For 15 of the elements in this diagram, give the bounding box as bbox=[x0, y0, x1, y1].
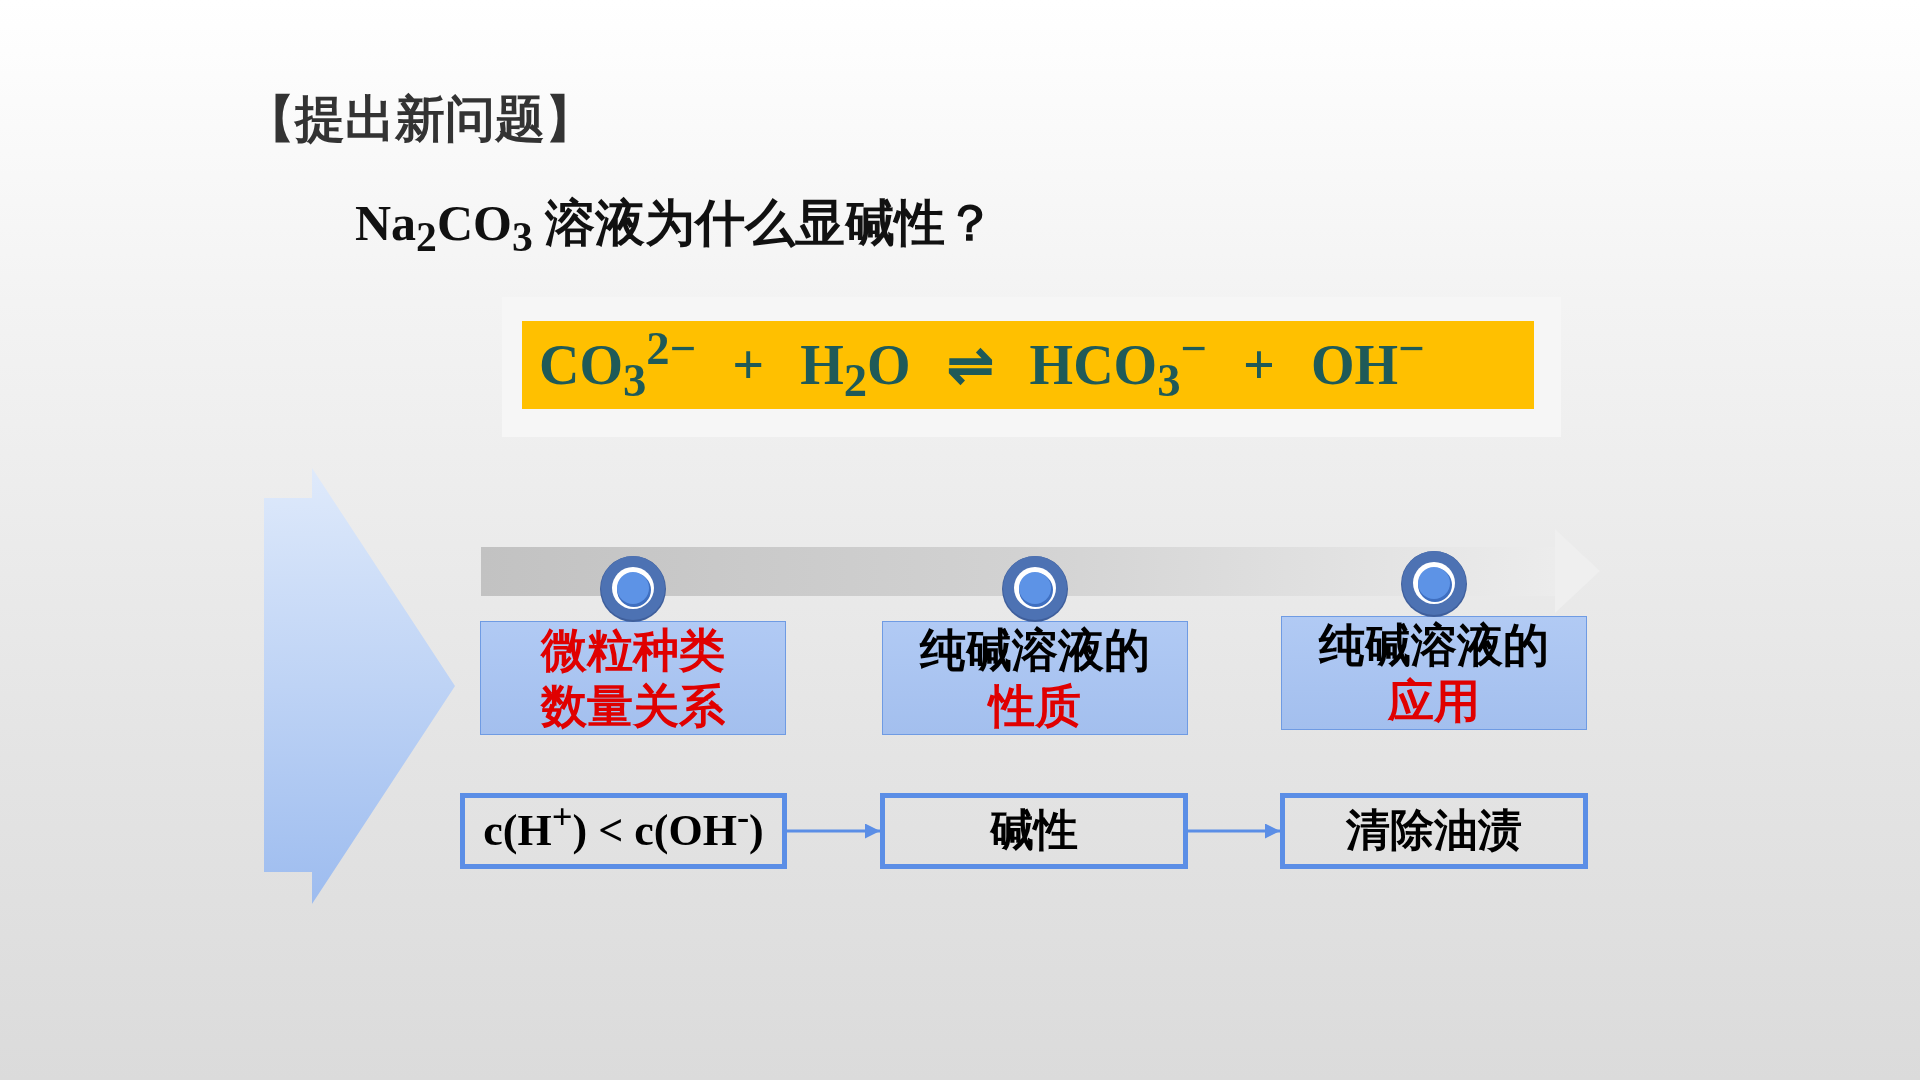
result-box: 碱性 bbox=[880, 793, 1188, 869]
equation-band: CO$_{3}$$^{2−}$ + H$_{2}$O ⇌ HCO$_{3}$$^{−}$ + OH$^{−}$ bbox=[522, 321, 1534, 409]
question-text: Na$_{2}$CO$_{3}$ 溶液为什么显碱性？ bbox=[355, 194, 996, 257]
result-box: 清除油渍 bbox=[1280, 793, 1588, 869]
arrow bbox=[1188, 823, 1280, 839]
topic-box bbox=[882, 621, 1188, 735]
topic-keyword: 应用 bbox=[1388, 673, 1480, 729]
result-box: c(H$^{+}$) < c(OH$^{-}$) bbox=[460, 793, 787, 869]
slide-title: 【提出新问题】 bbox=[245, 89, 595, 150]
arrow bbox=[787, 823, 880, 839]
topic-title: 纯碱溶液的 bbox=[1319, 617, 1549, 673]
topic-title: 纯碱溶液的 bbox=[920, 622, 1150, 678]
topic-box bbox=[1281, 616, 1587, 730]
topic-keyword: 性质 bbox=[989, 678, 1081, 734]
topic-box: 微粒种类数量关系 bbox=[480, 621, 786, 735]
